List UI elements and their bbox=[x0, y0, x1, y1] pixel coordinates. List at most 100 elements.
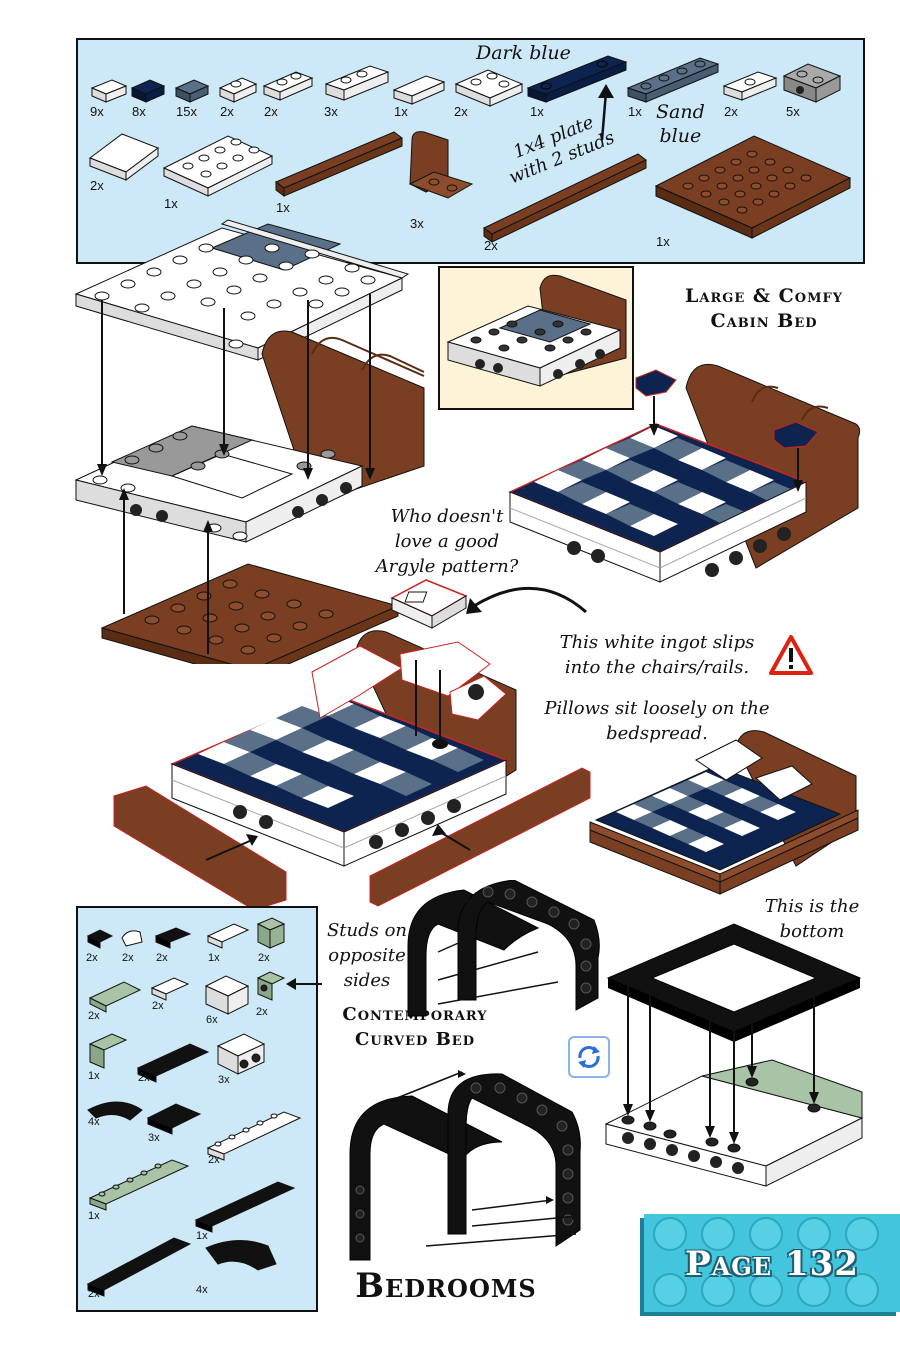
cabin-bed-title-line2: Cabin Bed bbox=[710, 310, 818, 332]
studs-callout: Studs on opposite sides bbox=[322, 918, 412, 993]
qty-label: 2x bbox=[256, 1006, 268, 1018]
qty-label: 1x bbox=[196, 1230, 208, 1242]
curved-bed-headboards bbox=[407, 880, 600, 1017]
qty-label: 2x bbox=[122, 952, 134, 964]
part-white-tile-1x1 bbox=[90, 79, 128, 103]
argyle-callout: Who doesn't love a good Argyle pattern? bbox=[362, 504, 532, 579]
part-white-plate-2x2-corner bbox=[454, 69, 524, 107]
qty-label: 2x bbox=[86, 952, 98, 964]
top-parts-panel: 9x 8x 15x 2x 2x 3x 1x 2x 1x 1x 2x 5x 2x … bbox=[76, 38, 865, 264]
ingot-detail bbox=[390, 579, 587, 629]
ingot-callout-line2: into the chairs/rails. bbox=[564, 657, 750, 678]
argyle-callout-line3: Argyle pattern? bbox=[375, 556, 519, 577]
cabin-bed-preview-inset bbox=[438, 266, 634, 410]
qty-label: 2x bbox=[454, 104, 468, 119]
curved-bed-assembly bbox=[349, 1070, 581, 1261]
qty-label: 2x bbox=[484, 238, 498, 253]
curved-bed-parts-drawing bbox=[86, 917, 302, 1297]
cabin-bed-exploded-view bbox=[74, 219, 425, 664]
part-white-plate-1x3-rail bbox=[324, 65, 390, 101]
cabin-bed-final-view bbox=[589, 730, 859, 895]
qty-label: 2x bbox=[724, 104, 738, 119]
qty-label: 2x bbox=[88, 1010, 100, 1022]
qty-label: 2x bbox=[90, 178, 104, 193]
part-white-tile-2x2 bbox=[88, 133, 160, 181]
part-dark-blue-tile-1x1 bbox=[130, 79, 166, 103]
sand-blue-callout-line1: Sand bbox=[656, 101, 705, 123]
part-brown-tile-long bbox=[275, 131, 403, 197]
qty-label: 1x bbox=[88, 1070, 100, 1082]
refresh-icon bbox=[568, 1036, 610, 1078]
qty-label: 2x bbox=[258, 952, 270, 964]
qty-label: 2x bbox=[152, 1000, 164, 1012]
cabin-bed-pillow-assembly bbox=[113, 630, 591, 911]
curved-bed-base-assembly bbox=[604, 923, 864, 1187]
cabin-bed-title: Large & Comfy Cabin Bed bbox=[664, 284, 864, 334]
qty-label: 2x bbox=[156, 952, 168, 964]
pillows-callout: Pillows sit loosely on the bedspread. bbox=[540, 696, 774, 746]
qty-label: 1x bbox=[530, 104, 544, 119]
part-white-plate-1x2 bbox=[218, 77, 258, 103]
part-brown-plate-6x8 bbox=[654, 135, 852, 239]
qty-label: 2x bbox=[220, 104, 234, 119]
qty-label: 3x bbox=[410, 216, 424, 231]
qty-label: 2x bbox=[88, 1288, 100, 1300]
top-parts-drawing bbox=[88, 55, 852, 243]
warning-icon bbox=[769, 635, 813, 675]
part-sand-blue-plate-1x4 bbox=[626, 57, 720, 103]
studs-callout-arrow bbox=[286, 978, 322, 990]
ingot-callout-line1: This white ingot slips bbox=[559, 632, 755, 653]
qty-label: 4x bbox=[196, 1284, 208, 1296]
part-gray-brick-1x2-technic bbox=[782, 63, 842, 103]
part-dark-blue-plate-1x4 bbox=[526, 55, 628, 103]
cabin-bed-finished-view bbox=[508, 363, 861, 583]
part-white-plate-1x2-b bbox=[262, 71, 314, 101]
studs-callout-line3: sides bbox=[343, 970, 391, 991]
part-white-plate-2x4 bbox=[162, 135, 274, 197]
argyle-callout-line2: love a good bbox=[394, 531, 500, 552]
part-sand-blue-tile-1x1 bbox=[174, 79, 210, 103]
qty-label: 1x bbox=[164, 196, 178, 211]
callout-arrow bbox=[598, 84, 614, 141]
page-number-badge: Page 132 bbox=[644, 1214, 900, 1312]
qty-label: 2x bbox=[208, 1154, 220, 1166]
qty-label: 5x bbox=[786, 104, 800, 119]
qty-label: 1x bbox=[88, 1210, 100, 1222]
qty-label: 1x bbox=[628, 104, 642, 119]
qty-label: 1x bbox=[394, 104, 408, 119]
qty-label: 8x bbox=[132, 104, 146, 119]
section-title: Bedrooms bbox=[355, 1266, 537, 1306]
cabin-bed-title-line1: Large & Comfy bbox=[685, 285, 843, 307]
pillows-callout-line2: bedspread. bbox=[606, 723, 708, 744]
part-white-jumper bbox=[722, 71, 778, 101]
argyle-callout-line1: Who doesn't bbox=[390, 506, 504, 527]
ingot-callout: This white ingot slips into the chairs/r… bbox=[550, 630, 764, 680]
qty-label: 2x bbox=[138, 1072, 150, 1084]
sand-blue-callout: Sand blue bbox=[656, 100, 705, 148]
studs-callout-line2: opposite bbox=[328, 945, 406, 966]
curved-bed-parts-panel: 2x 2x 2x 1x 2x 2x 2x 6x 2x 1x 2x 3x 4x 3… bbox=[76, 906, 318, 1312]
qty-label: 1x bbox=[276, 200, 290, 215]
qty-label: 3x bbox=[148, 1132, 160, 1144]
part-white-ingot bbox=[392, 75, 446, 105]
studs-callout-line1: Studs on bbox=[326, 920, 408, 941]
qty-label: 15x bbox=[176, 104, 197, 119]
page-number: Page 132 bbox=[685, 1244, 859, 1284]
curved-bed-title-line2: Curved Bed bbox=[355, 1029, 475, 1050]
part-brown-chair bbox=[408, 131, 474, 199]
bottom-callout: This is the bottom bbox=[752, 894, 872, 944]
dark-blue-callout: Dark blue bbox=[476, 42, 571, 64]
qty-label: 2x bbox=[264, 104, 278, 119]
qty-label: 4x bbox=[88, 1116, 100, 1128]
cabin-bed-preview-drawing bbox=[446, 274, 627, 387]
part-brown-tile-long-b bbox=[483, 153, 647, 243]
qty-label: 1x bbox=[656, 234, 670, 249]
pillows-callout-line1: Pillows sit loosely on the bbox=[544, 698, 770, 719]
qty-label: 9x bbox=[90, 104, 104, 119]
qty-label: 3x bbox=[218, 1074, 230, 1086]
qty-label: 3x bbox=[324, 104, 338, 119]
bottom-callout-line2: bottom bbox=[779, 921, 845, 942]
bottom-callout-line1: This is the bbox=[764, 896, 860, 917]
qty-label: 1x bbox=[208, 952, 220, 964]
sand-blue-callout-line2: blue bbox=[659, 125, 702, 147]
